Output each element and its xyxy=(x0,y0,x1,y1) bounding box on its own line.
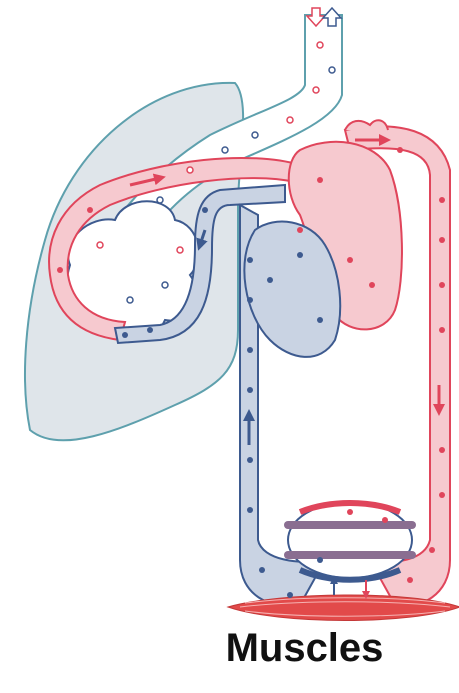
muscles-label: Muscles xyxy=(0,618,459,678)
aortic-arch xyxy=(345,120,388,130)
